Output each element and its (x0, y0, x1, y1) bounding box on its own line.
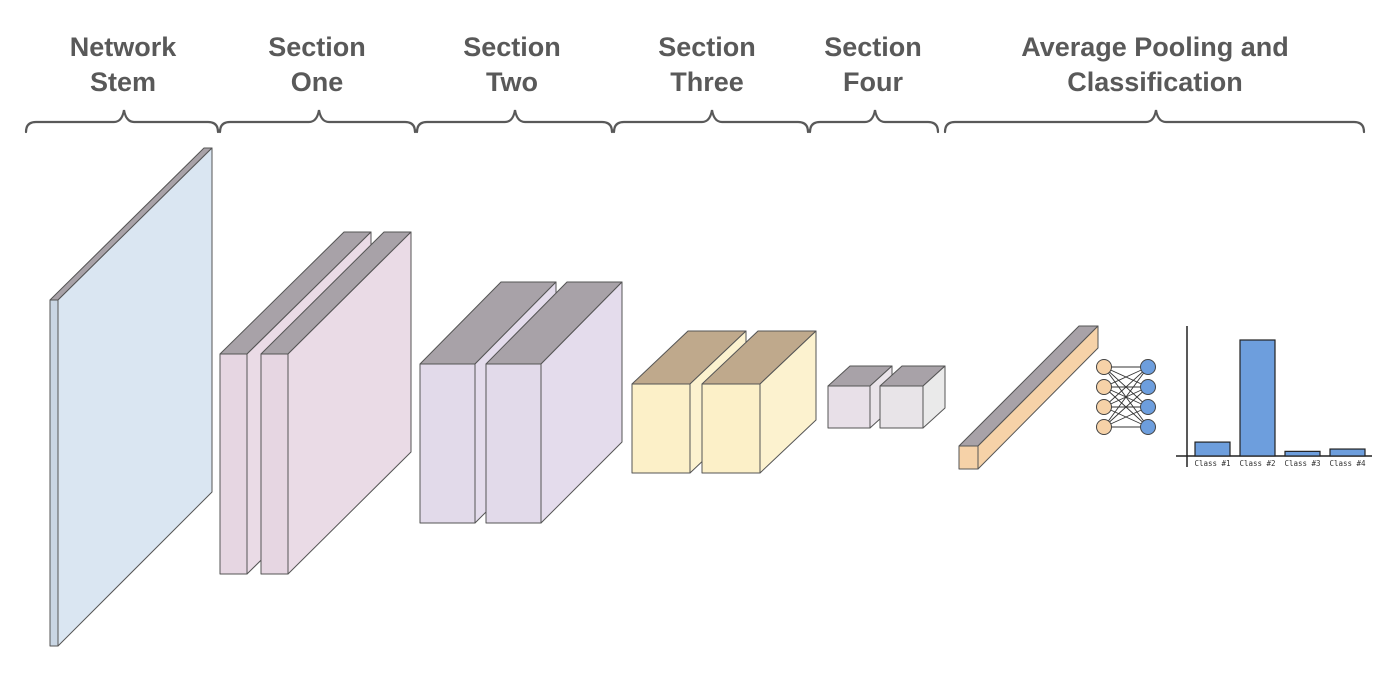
section-label-line: Section (658, 32, 756, 62)
class-bar (1194, 441, 1231, 457)
brace-section-four (808, 109, 940, 134)
section-label-line: Network (69, 32, 177, 62)
class-label: Class #3 (1284, 459, 1320, 468)
block-front (631, 383, 691, 474)
pooled-vector-bar (958, 325, 1099, 470)
input-neuron (1096, 359, 1112, 375)
feature-blocks (49, 147, 1099, 647)
section-label-line: Section (268, 32, 366, 62)
class-bar (1284, 450, 1321, 457)
section-label-section-four: Section Four (813, 30, 933, 100)
class-bar (1329, 448, 1366, 457)
block-front (260, 353, 289, 575)
brace-network-stem (24, 109, 220, 134)
section-four-block-2 (879, 365, 946, 429)
block-top (958, 325, 1099, 447)
section-label-line: Three (670, 67, 744, 97)
section-one-block-2 (260, 231, 412, 575)
class-probability-chart: Class #1 Class #2 Class #3 Class #4 (1176, 326, 1372, 468)
block-front (701, 383, 761, 474)
class-label: Class #2 (1239, 459, 1275, 468)
block-front (879, 385, 924, 429)
section-label-line: Four (843, 67, 903, 97)
section-label-section-three: Section Three (647, 30, 767, 100)
section-three-block-2 (701, 330, 817, 474)
section-label-section-two: Section Two (452, 30, 572, 100)
stem-slab (49, 147, 213, 647)
section-label-line: Average Pooling and (1021, 32, 1289, 62)
section-label-line: Classification (1067, 67, 1243, 97)
fc-edge (1103, 386, 1149, 428)
output-neuron (1140, 399, 1156, 415)
section-label-line: Section (824, 32, 922, 62)
brace-average-pooling (943, 109, 1366, 134)
block-front (827, 385, 871, 429)
class-label: Class #1 (1194, 459, 1230, 468)
fc-connections (1103, 366, 1149, 428)
fc-edge (1103, 366, 1149, 388)
block-front (485, 363, 542, 524)
section-label-average-pooling: Average Pooling and Classification (1000, 30, 1310, 100)
class-label: Class #4 (1329, 459, 1366, 468)
output-neuron (1140, 419, 1156, 435)
input-neuron (1096, 379, 1112, 395)
section-label-network-stem: Network Stem (64, 30, 182, 100)
section-two-block-2 (485, 281, 623, 524)
output-neuron (1140, 379, 1156, 395)
section-label-section-one: Section One (257, 30, 377, 100)
class-bar (1239, 339, 1276, 457)
section-label-line: Two (486, 67, 538, 97)
section-braces (24, 109, 1366, 134)
fc-edge (1103, 366, 1149, 428)
fc-edge (1103, 366, 1149, 408)
output-neuron (1140, 359, 1156, 375)
section-label-line: Stem (89, 67, 157, 97)
brace-section-three (612, 109, 810, 134)
fully-connected-layer (1096, 359, 1156, 435)
block-side (977, 325, 1099, 470)
fc-neurons (1096, 359, 1156, 435)
input-neuron (1096, 419, 1112, 435)
chart-bars (1194, 339, 1366, 457)
block-front (219, 353, 248, 575)
block-front (49, 299, 59, 647)
brace-section-two (415, 109, 614, 134)
chart-class-labels: Class #1 Class #2 Class #3 Class #4 (1194, 459, 1366, 468)
input-neuron (1096, 399, 1112, 415)
section-label-line: Section (463, 32, 561, 62)
block-front (958, 445, 979, 470)
block-front (419, 363, 476, 524)
section-label-line: One (290, 67, 344, 97)
brace-section-one (218, 109, 417, 134)
fc-edge (1103, 406, 1149, 428)
